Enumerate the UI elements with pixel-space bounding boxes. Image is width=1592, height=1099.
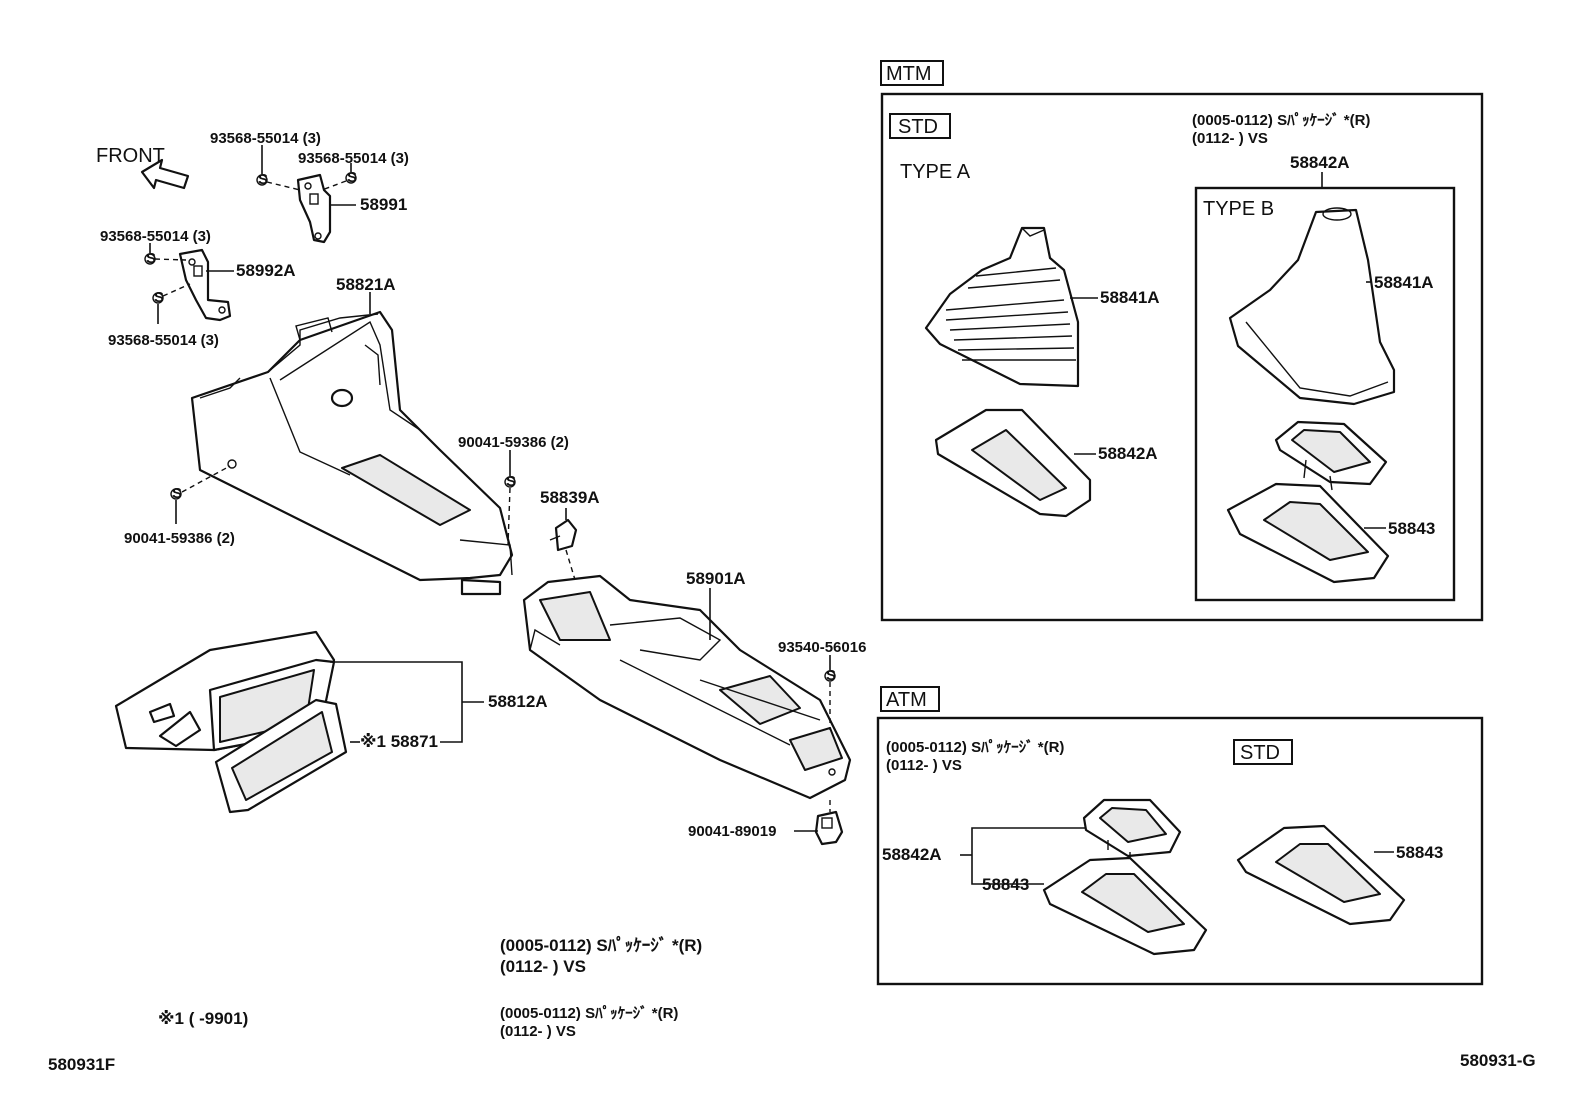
- label-bolt-mid-left: 93568-55014 (3): [100, 228, 211, 245]
- bolt-icon: S: [256, 171, 268, 188]
- code-right: 580931-G: [1460, 1051, 1536, 1070]
- atm-plate-right: [1236, 824, 1406, 926]
- atm-panel: [876, 716, 1484, 986]
- label-type-b-plate: 58843: [1388, 519, 1435, 538]
- bezel-58871: [214, 698, 348, 814]
- atm-bezel: [1082, 798, 1182, 860]
- svg-text:S: S: [826, 667, 836, 684]
- bolt-icon: S: [152, 289, 164, 306]
- svg-text:S: S: [172, 485, 182, 502]
- clip-58839a: [549, 518, 578, 552]
- bezel-type-b-small: [1274, 420, 1388, 491]
- label-90041-89019: 90041-89019: [688, 823, 776, 840]
- mtm-type-b-title: TYPE B: [1203, 198, 1274, 220]
- mtm-note-line2: (0112- ) VS: [1192, 130, 1268, 147]
- bottom-note1-line1: (0005-0112) Sﾊﾟｯｹｰｼﾞ *(R): [500, 935, 702, 955]
- mtm-type-b-header-part: 58842A: [1290, 153, 1350, 172]
- svg-text:S: S: [154, 289, 164, 306]
- bezel-type-a: [934, 408, 1092, 518]
- mtm-note-line1: (0005-0112) Sﾊﾟｯｹｰｼﾞ *(R): [1192, 111, 1370, 129]
- mtm-type-b-panel: [1194, 186, 1456, 602]
- bracket-58991: [296, 173, 332, 244]
- shift-boot-type-a: [924, 226, 1080, 388]
- atm-plate-left: [1042, 856, 1208, 956]
- shift-boot-type-b: [1228, 207, 1396, 406]
- atm-std-tag: STD: [1240, 742, 1280, 764]
- bolt-icon: S: [345, 169, 357, 186]
- label-type-b-boot: 58841A: [1374, 273, 1434, 292]
- bracket-58992a: [178, 248, 232, 322]
- label-atm-plate-right: 58843: [1396, 843, 1443, 862]
- mtm-type-a-title: TYPE A: [900, 161, 971, 183]
- atm-note-line1: (0005-0112) Sﾊﾟｯｹｰｼﾞ *(R): [886, 738, 1064, 756]
- screw-icon: S: [170, 485, 182, 502]
- footnote: ※1 ( -9901): [158, 1009, 248, 1028]
- label-atm-bezel: 58842A: [882, 845, 942, 864]
- label-bolt-lower-left: 93568-55014 (3): [108, 332, 219, 349]
- label-58992a: 58992A: [236, 261, 296, 280]
- label-screw-93540: 93540-56016: [778, 639, 866, 656]
- bottom-note1-line2: (0112- ) VS: [500, 957, 586, 976]
- bottom-note2-line1: (0005-0112) Sﾊﾟｯｹｰｼﾞ *(R): [500, 1004, 678, 1022]
- mtm-std-tag: STD: [898, 116, 938, 138]
- code-left: 580931F: [48, 1055, 115, 1074]
- svg-text:S: S: [347, 169, 357, 186]
- mtm-tag: MTM: [886, 63, 932, 85]
- label-58991: 58991: [360, 195, 407, 214]
- label-bolt-top-right: 93568-55014 (3): [298, 150, 409, 167]
- atm-note-line2: (0112- ) VS: [886, 757, 962, 774]
- label-bolt-top-left: 93568-55014 (3): [210, 130, 321, 147]
- front-label: FRONT: [96, 145, 165, 167]
- svg-text:S: S: [506, 473, 516, 490]
- svg-text:S: S: [258, 171, 268, 188]
- label-58821a: 58821A: [336, 275, 396, 294]
- label-type-a-bezel: 58842A: [1098, 444, 1158, 463]
- screw-icon: S: [824, 667, 836, 684]
- screw-icon: S: [504, 473, 516, 490]
- label-screw-left: 90041-59386 (2): [124, 530, 235, 547]
- label-58871: ※1 58871: [360, 732, 438, 751]
- plate-type-b: [1226, 482, 1390, 584]
- mtm-panel: [880, 92, 1484, 622]
- svg-text:S: S: [146, 250, 156, 267]
- front-console-58821a: [190, 310, 514, 596]
- label-screw-right: 90041-59386 (2): [458, 434, 569, 451]
- label-atm-plate-left: 58843: [982, 875, 1029, 894]
- bottom-note2-line2: (0112- ) VS: [500, 1023, 576, 1040]
- atm-tag: ATM: [886, 689, 927, 711]
- front-arrow-icon: [140, 158, 190, 190]
- label-58901a: 58901A: [686, 569, 746, 588]
- label-type-a-boot: 58841A: [1100, 288, 1160, 307]
- rear-console-58901a: [522, 574, 852, 800]
- label-58839a: 58839A: [540, 488, 600, 507]
- label-58812a: 58812A: [488, 692, 548, 711]
- clip-90041: [814, 810, 844, 846]
